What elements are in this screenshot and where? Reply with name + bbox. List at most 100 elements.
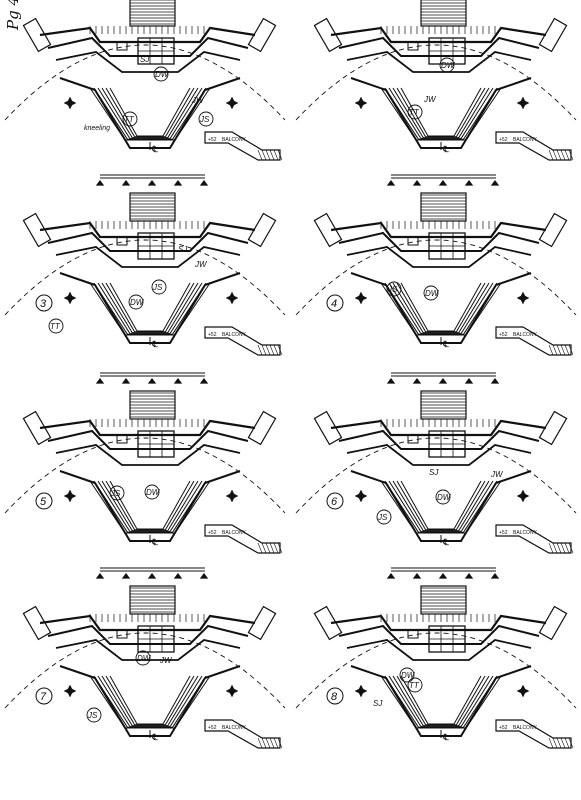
downstage-steps	[396, 87, 486, 138]
stage-tier	[330, 26, 547, 44]
centerline-label: ℄	[442, 537, 449, 547]
stage-tier	[39, 419, 256, 437]
centerline-label: ℄	[151, 144, 158, 154]
annotation-circle	[399, 667, 415, 683]
downstage-steps	[97, 480, 203, 532]
stage-tier	[330, 614, 547, 632]
star-mark	[63, 291, 77, 305]
panel-number-circle	[35, 687, 53, 705]
balcony-stair	[556, 344, 562, 356]
panel-number: 8	[331, 691, 338, 703]
downstage-steps	[89, 87, 211, 141]
balcony-stair	[568, 344, 574, 356]
balcony-stair	[560, 344, 566, 356]
panel-number-circle	[326, 294, 344, 312]
right-wing-stairs	[247, 605, 277, 641]
downstage-steps	[380, 480, 502, 534]
balcony-stair	[269, 737, 275, 749]
balcony-stair	[548, 737, 554, 749]
scale-tick	[438, 573, 448, 579]
annotation-note: DW	[130, 298, 145, 307]
balcony-block	[204, 719, 281, 749]
downstage-steps	[388, 87, 494, 139]
balcony-stair	[560, 149, 566, 161]
balcony-stair	[273, 542, 279, 554]
stage-tier	[47, 36, 249, 57]
prop-box	[407, 236, 419, 246]
scale-tick	[147, 180, 157, 186]
annotation-circle	[423, 285, 439, 301]
annotation-circle	[86, 707, 102, 723]
stage-tier	[338, 624, 540, 645]
downstage-steps	[400, 87, 482, 137]
annotation-circle	[135, 650, 151, 666]
balcony-block	[495, 719, 572, 749]
downstage-steps	[97, 675, 203, 727]
downstage-steps	[384, 675, 498, 728]
star-mark	[516, 291, 530, 305]
annotation-circle	[151, 279, 167, 295]
downstage-steps	[105, 87, 195, 138]
house-arc	[295, 632, 577, 709]
level-label: +52	[208, 530, 217, 536]
right-wing-stairs	[247, 17, 277, 53]
annotation-note: kneeling	[84, 125, 110, 132]
level-label: +52	[499, 725, 508, 731]
star-mark	[354, 489, 368, 503]
downstage-steps	[384, 87, 498, 140]
downstage-steps	[384, 480, 498, 533]
house-arc	[4, 437, 286, 514]
balcony-label: BALCONY	[513, 137, 538, 143]
prop-box	[116, 629, 128, 639]
balcony-stair	[273, 149, 279, 161]
annotation-note: DW	[137, 654, 152, 663]
stage-tier	[346, 51, 532, 73]
downstage-steps	[105, 480, 195, 531]
balcony-label: BALCONY	[513, 332, 538, 338]
balcony-stair	[568, 737, 574, 749]
downstage-steps	[392, 87, 490, 139]
prop-box	[407, 629, 419, 639]
balcony-stair	[265, 344, 271, 356]
scale-tick	[490, 573, 500, 579]
balcony-stair	[277, 344, 283, 356]
balcony-stair	[556, 149, 562, 161]
stage-tier	[39, 614, 256, 632]
prop-box	[407, 434, 419, 444]
balcony-stair	[556, 737, 562, 749]
upstage-stairs	[129, 0, 176, 27]
star-mark	[225, 489, 239, 503]
balcony-stair	[265, 737, 271, 749]
scale-tick	[464, 378, 474, 384]
balcony-stair	[257, 542, 263, 554]
balcony-stair	[564, 149, 570, 161]
stage-tier	[346, 246, 532, 268]
level-label: +52	[208, 137, 217, 143]
balcony-stair	[261, 737, 267, 749]
annotation-note: TT	[409, 108, 420, 117]
annotation-note: SJ	[429, 468, 439, 477]
annotation-note: JS	[110, 489, 121, 498]
prop-box	[116, 434, 128, 444]
balcony-block	[204, 524, 281, 554]
scale-tick	[95, 378, 105, 384]
right-wing-stairs	[538, 212, 568, 248]
scale-tick	[95, 180, 105, 186]
stage-tier	[338, 36, 540, 57]
annotation-circle	[109, 485, 125, 501]
scale-tick	[412, 573, 422, 579]
downstage-steps	[400, 480, 482, 530]
annotation-note: TT	[124, 115, 135, 124]
balcony-stair	[277, 149, 283, 161]
panel-number-circle	[35, 492, 53, 510]
downstage-steps	[380, 282, 502, 336]
annotation-note: SJ	[373, 699, 383, 708]
star-mark	[516, 96, 530, 110]
scale-tick	[464, 573, 474, 579]
stage-tier	[330, 419, 547, 437]
scale-tick	[412, 378, 422, 384]
panel-number-circle	[326, 687, 344, 705]
scale-tick	[95, 573, 105, 579]
scale-tick	[173, 573, 183, 579]
